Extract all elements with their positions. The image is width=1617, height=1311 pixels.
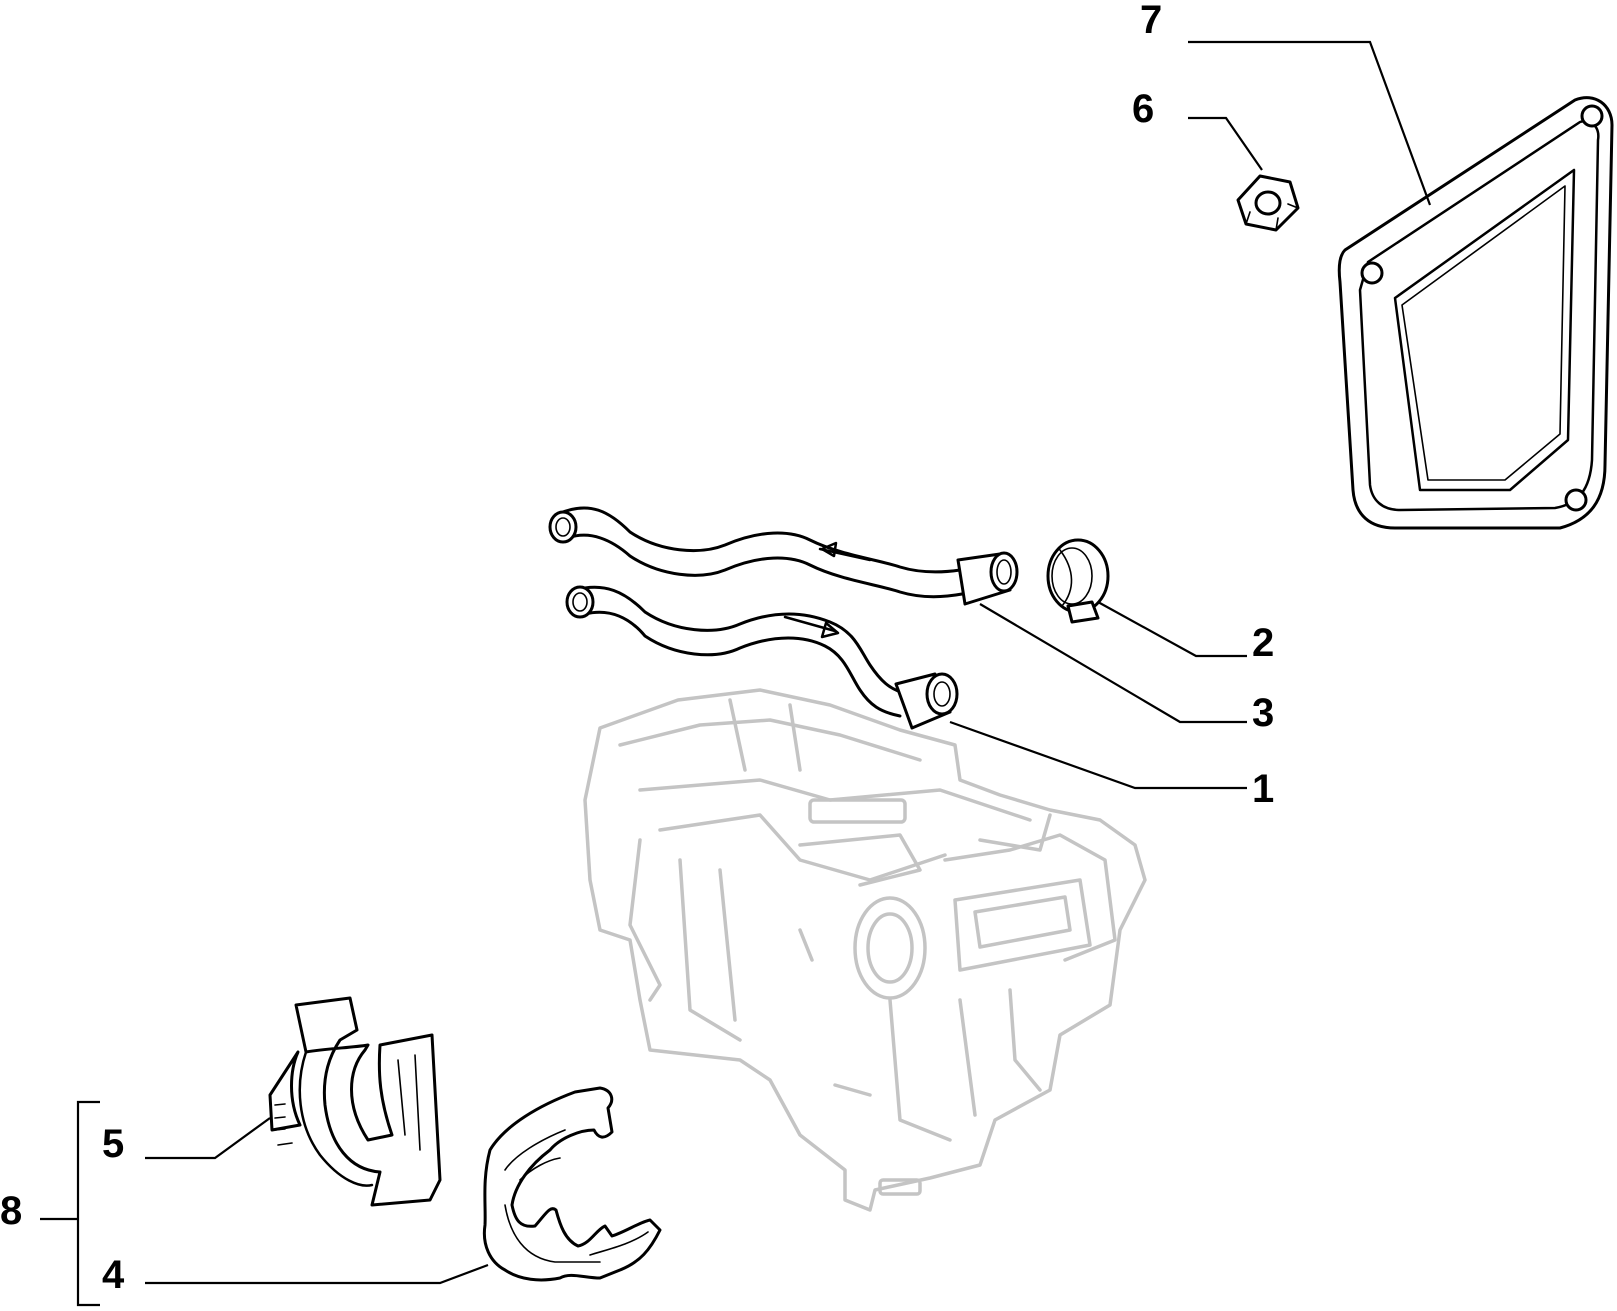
callout-2: 2 bbox=[1252, 621, 1274, 665]
leader-3 bbox=[979, 603, 1247, 724]
callout-8: 8 bbox=[0, 1189, 22, 1233]
gasket-frame bbox=[1337, 96, 1614, 530]
heater-pipe-upper bbox=[548, 506, 1019, 606]
callout-4: 4 bbox=[102, 1253, 125, 1297]
hose-clamp bbox=[1046, 538, 1110, 624]
leader-1 bbox=[949, 720, 1247, 790]
leader-6 bbox=[1188, 116, 1263, 171]
retaining-bracket bbox=[268, 996, 442, 1207]
heater-housing bbox=[583, 688, 1147, 1212]
leader-2 bbox=[1097, 601, 1247, 658]
hex-nut bbox=[1236, 174, 1300, 232]
callout-7: 7 bbox=[1140, 0, 1162, 42]
leader-5 bbox=[145, 1117, 271, 1160]
callout-labels: 1 2 3 4 5 6 7 8 bbox=[0, 0, 1274, 1297]
callout-6: 6 bbox=[1132, 87, 1154, 131]
callout-1: 1 bbox=[1252, 767, 1274, 811]
leader-4 bbox=[145, 1263, 489, 1285]
heater-pipe-lower bbox=[565, 585, 959, 730]
leader-lines bbox=[40, 40, 1432, 1307]
bracket-8 bbox=[40, 1100, 100, 1307]
leader-7 bbox=[1188, 40, 1432, 206]
callout-5: 5 bbox=[102, 1122, 124, 1166]
callout-3: 3 bbox=[1252, 691, 1274, 735]
pipe-clip bbox=[482, 1086, 662, 1282]
